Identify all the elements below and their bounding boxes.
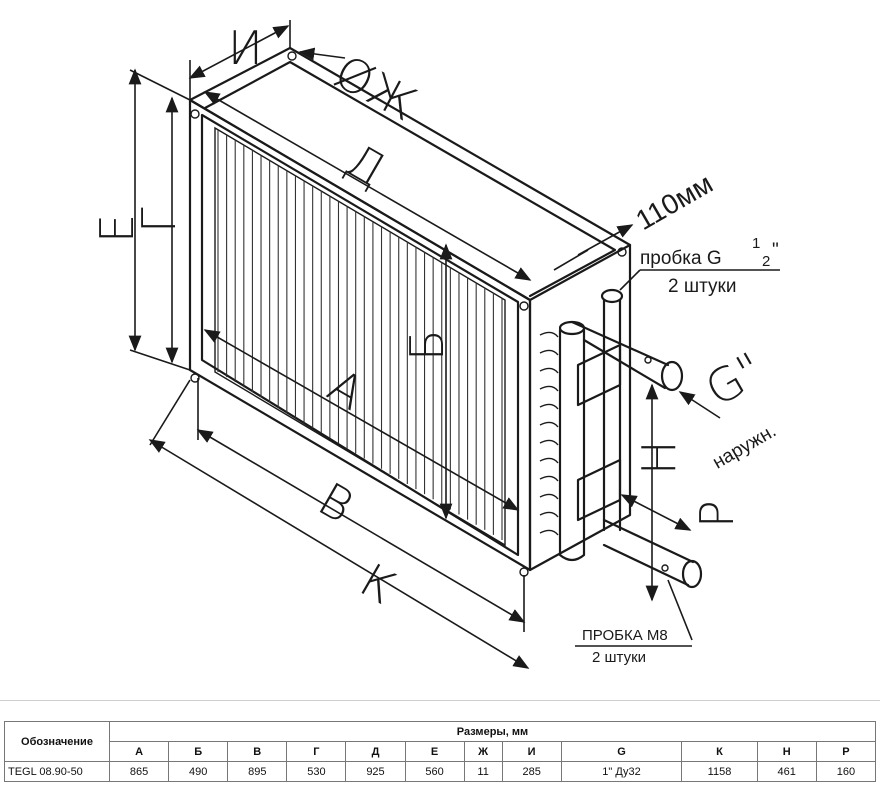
note-plug-bottom-line1: ПРОБКА М8 [582,627,668,644]
dim-label-n: Н [632,440,686,475]
column-header: К [681,741,758,762]
column-header: А [108,741,170,762]
note-plug-top-suffix: " [772,240,779,261]
value-cell: 11 [463,761,503,782]
value-cell: 530 [286,761,347,782]
column-header: Н [756,741,817,762]
heat-exchanger-drawing: И ØЖ Д Е Г Б А В К Н Р G" 110мм пробка G… [90,20,780,669]
column-header: Ж [463,741,503,762]
dim-label-e: Е [90,214,144,243]
value-cell: 285 [501,761,562,782]
dim-label-v: В [309,472,362,534]
column-header: Б [168,741,229,762]
dim-label-d: Д [337,133,395,198]
value-cell: 1" Ду32 [560,761,683,782]
note-plug-top-fraction-num: 1 [752,235,760,252]
dim-label-i: И [228,21,263,75]
note-plug-top-line1: пробка G [640,248,722,269]
dim-label-r: Р [690,500,744,528]
sizes-header: Размеры, мм [109,721,876,742]
designation-header: Обозначение [4,721,110,762]
dim-label-g-thread: G" [696,342,772,417]
column-header: Е [404,741,465,762]
value-cell: 490 [168,761,229,782]
dim-label-g: Г [132,207,186,233]
dim-label-b: Б [400,329,454,361]
column-header: Д [345,741,406,762]
dimensions [128,20,780,669]
note-plug-top-line2: 2 штуки [668,276,736,297]
dim-label-k: К [351,553,405,615]
column-header: G [560,741,683,762]
column-header: Р [815,741,877,762]
value-cell: 925 [345,761,406,782]
note-plug-bottom-line2: 2 штуки [592,649,646,666]
column-header: В [227,741,288,762]
dim-label-a: А [319,358,373,420]
note-plug-top-fraction-den: 2 [762,253,770,270]
tube-bends [539,331,559,536]
value-cell: 461 [756,761,817,782]
value-cell: 1158 [681,761,758,782]
column-header: Г [286,741,347,762]
column-header: И [501,741,562,762]
value-cell: 160 [815,761,877,782]
value-cell: 895 [227,761,288,782]
value-cell: 560 [404,761,465,782]
designation-cell: TEGL 08.90-50 [4,761,110,782]
value-cell: 865 [108,761,170,782]
note-thread: наружн. [709,420,780,473]
dim-label-width: 110мм [630,168,718,236]
